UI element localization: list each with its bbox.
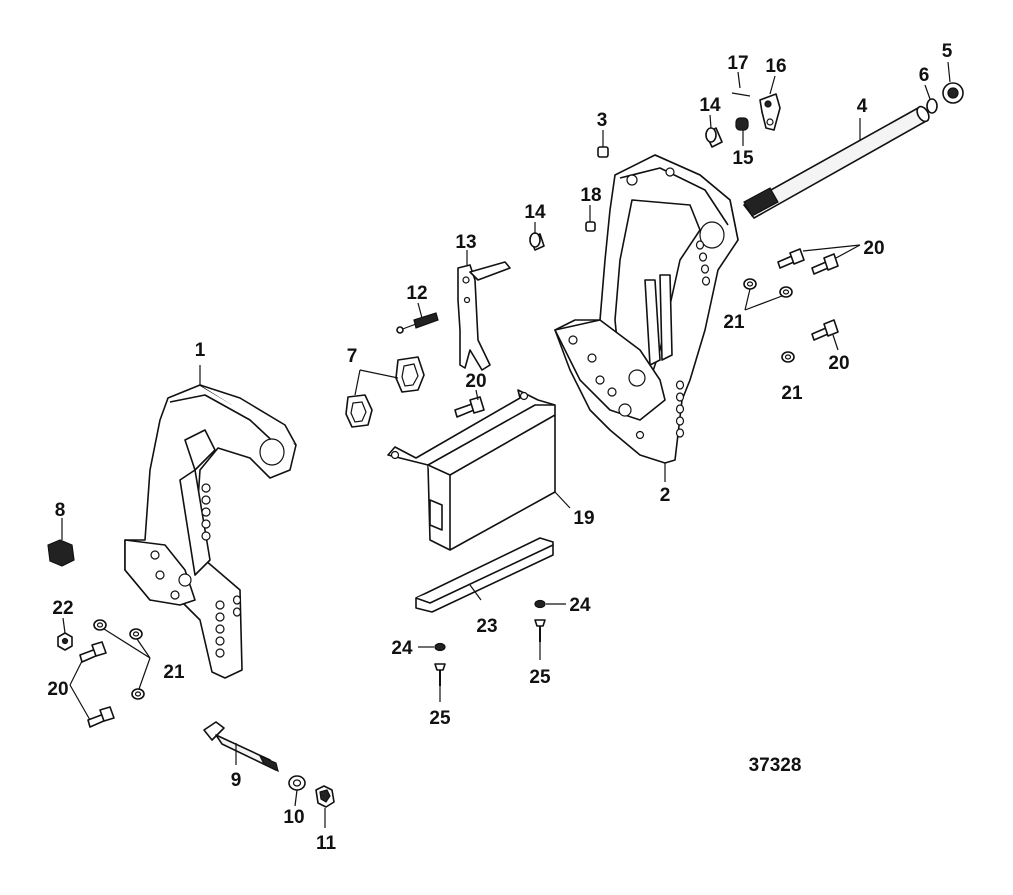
- part-17-pin: [731, 71, 751, 97]
- part-21-washer-right-lower: [781, 351, 795, 363]
- callout-12: 12: [406, 283, 427, 304]
- part-21-washers-right-upper: [743, 278, 793, 311]
- callout-9: 9: [231, 770, 242, 791]
- callout-20-center: 20: [465, 371, 486, 392]
- callout-24-right: 24: [569, 595, 591, 616]
- callout-21-right-upper: 21: [723, 312, 745, 333]
- part-11-nut: [315, 785, 335, 828]
- callout-22: 22: [52, 598, 73, 619]
- callout-10: 10: [283, 807, 304, 828]
- part-20-bolt-right-upper: [777, 244, 861, 275]
- callout-13: 13: [455, 232, 476, 253]
- part-23-clamp-bar: [415, 537, 554, 613]
- part-7-gaskets: [345, 356, 425, 428]
- callout-3: 3: [597, 110, 608, 131]
- part-20-bolt-center: [454, 389, 485, 418]
- part-24-washer-right: [534, 599, 566, 609]
- callout-25-right: 25: [529, 667, 551, 688]
- part-21-washers-left: [93, 619, 151, 700]
- callout-18: 18: [580, 185, 601, 206]
- part-4-tilt-tube: [743, 105, 930, 219]
- part-18-plug: [585, 205, 596, 232]
- part-10-washer: [288, 775, 306, 807]
- callout-21-left: 21: [163, 662, 185, 683]
- callout-16: 16: [765, 56, 786, 77]
- part-1-left-transom-bracket: [124, 384, 297, 679]
- part-19-bracket-plate: [387, 389, 571, 551]
- part-24-washer-left: [418, 642, 446, 652]
- callout-17: 17: [727, 53, 748, 74]
- callout-4: 4: [857, 96, 868, 117]
- part-16-cam: [759, 75, 781, 131]
- callout-6: 6: [919, 65, 930, 86]
- part-5-nut: [942, 61, 964, 104]
- part-12-spring: [396, 302, 439, 334]
- callout-23: 23: [476, 616, 497, 637]
- part-22-nut: [57, 617, 73, 651]
- callout-8: 8: [55, 500, 66, 521]
- callout-20-left: 20: [47, 679, 68, 700]
- callout-1: 1: [195, 340, 206, 361]
- part-20-bolts-left: [69, 641, 115, 728]
- callout-21-right-lower: 21: [781, 383, 803, 404]
- part-14-bushing-top: [705, 114, 723, 148]
- part-9-bolt: [203, 721, 279, 773]
- callout-14-center: 14: [524, 202, 546, 223]
- part-14-bushing-center: [529, 222, 545, 251]
- callout-24-left: 24: [391, 638, 413, 659]
- callout-25-left: 25: [429, 708, 451, 729]
- part-25-screw-right: [534, 619, 546, 660]
- callout-20-right-upper: 20: [863, 238, 884, 259]
- callout-11: 11: [316, 833, 337, 854]
- callout-14-top: 14: [699, 95, 721, 116]
- part-3-plug: [597, 130, 609, 158]
- part-8-nut: [47, 518, 75, 567]
- callout-19: 19: [573, 508, 594, 529]
- callout-20-right-lower: 20: [828, 353, 849, 374]
- part-15-spring: [735, 117, 749, 146]
- part-13-tilt-lock-lever: [457, 250, 511, 371]
- part-2-right-transom-bracket: [554, 154, 739, 464]
- callout-2: 2: [660, 485, 671, 506]
- callout-7: 7: [347, 346, 358, 367]
- figure-number: 37328: [749, 755, 802, 776]
- callout-15: 15: [732, 148, 754, 169]
- part-25-screw-left: [434, 663, 446, 702]
- part-20-bolt-right-lower: [811, 319, 839, 351]
- callout-5: 5: [942, 41, 953, 62]
- part-6-washer: [924, 84, 938, 114]
